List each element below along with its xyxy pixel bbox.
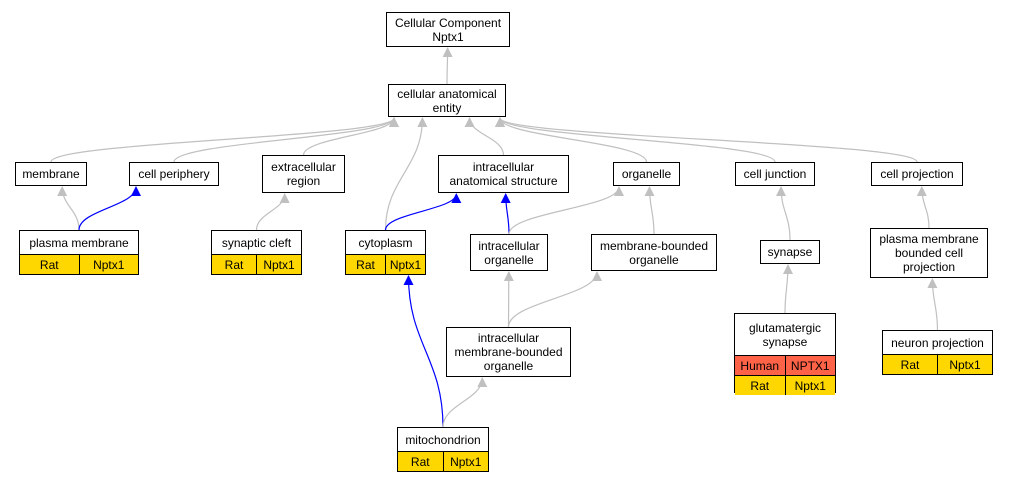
gene-node-title-line2: synapse — [762, 334, 808, 349]
species-row: Rat Nptx1 — [883, 355, 992, 374]
gene-symbol-cell: Nptx1 — [442, 452, 488, 471]
node-root-line1: Cellular Component — [394, 15, 502, 30]
node-pmbcp-line3: projection — [902, 260, 956, 274]
gene-symbol-cell: NPTX1 — [784, 356, 835, 375]
node-er-line1: extracellular — [271, 160, 336, 174]
gene-symbol-cell: Nptx1 — [78, 255, 138, 274]
edge-mbo-to-organelle — [644, 186, 655, 235]
edge-pmbcp-to-cell_projection — [916, 186, 930, 229]
species-cell: Rat — [735, 376, 785, 395]
edge-intracellular_organelle-to-organelle — [508, 186, 624, 235]
edge-mitochondrion-to-imbo — [442, 377, 488, 428]
gene-node-neuron-projection[interactable]: neuron projection Rat Nptx1 — [882, 330, 993, 375]
node-organelle[interactable]: organelle — [613, 162, 680, 186]
edge-plasma_membrane-to-membrane — [57, 186, 80, 231]
node-cell-periphery-label: cell periphery — [138, 167, 210, 181]
species-cell: Rat — [212, 255, 256, 274]
gene-symbol-cell: Nptx1 — [385, 255, 425, 274]
edge-mitochondrion-to-cytoplasm — [403, 275, 444, 428]
node-pmbcp-line1: plasma membrane — [879, 232, 979, 246]
node-pmbcp-line2: bounded cell — [894, 246, 964, 260]
edge-plasma_membrane-to-cell_periphery — [78, 186, 141, 231]
edge-intracellular_organelle-to-ias — [500, 193, 511, 235]
edge-cell_junction-to-cae — [495, 117, 776, 163]
gene-node-title-line1: glutamatergic — [748, 320, 822, 335]
species-row: Rat Nptx1 — [346, 255, 425, 274]
edge-synaptic_cleft-to-extracellular_region — [255, 193, 290, 231]
node-imbo-line2: membrane-bounded — [454, 345, 563, 359]
edge-neuron_projection-to-pmbcp — [927, 278, 939, 331]
node-io-line2: organelle — [484, 252, 534, 267]
node-imbo-line3: organelle — [483, 359, 534, 373]
node-cell-periphery[interactable]: cell periphery — [129, 162, 219, 186]
node-synapse[interactable]: synapse — [760, 240, 820, 264]
gene-node-title: mitochondrion — [398, 428, 488, 452]
species-row: Rat Nptx1 — [398, 452, 488, 471]
edge-cytoplasm-to-ias — [384, 193, 462, 231]
edge-cell_periphery-to-cae — [173, 117, 399, 163]
edge-imbo-to-mbo — [507, 271, 602, 328]
species-cell: Rat — [20, 255, 79, 274]
edge-synapse-to-cell_junction — [776, 186, 791, 241]
node-mbo-line2: organelle — [629, 252, 679, 267]
gene-node-title: plasma membrane — [20, 231, 138, 255]
node-cell-junction[interactable]: cell junction — [735, 162, 815, 186]
gene-node-title: synaptic cleft — [212, 231, 301, 255]
species-row: Human NPTX1 — [735, 356, 835, 376]
node-synapse-label: synapse — [767, 245, 813, 259]
species-cell: Rat — [398, 452, 443, 471]
species-cell: Rat — [883, 355, 937, 374]
gene-symbol-cell: Nptx1 — [937, 355, 992, 374]
gene-symbol-cell: Nptx1 — [784, 376, 835, 395]
edge-ias-to-cae — [464, 117, 505, 156]
edge-cae-to-root — [442, 47, 453, 85]
gene-node-mitochondrion[interactable]: mitochondrion Rat Nptx1 — [397, 427, 489, 472]
node-er-line2: region — [286, 174, 321, 188]
gene-node-plasma-membrane[interactable]: plasma membrane Rat Nptx1 — [19, 230, 139, 275]
node-cell-projection[interactable]: cell projection — [871, 162, 963, 186]
node-cell-projection-label: cell projection — [880, 167, 954, 181]
node-ias-line2: anatomical structure — [449, 174, 558, 188]
species-row: Rat Nptx1 — [20, 255, 138, 274]
edge-membrane-to-cae — [50, 117, 399, 163]
species-row: Rat Nptx1 — [212, 255, 301, 274]
species-row: Rat Nptx1 — [735, 376, 835, 395]
node-mbo-line1: membrane-bounded — [599, 238, 709, 253]
edge-extracellular_region-to-cae — [302, 117, 399, 156]
edge-glutamatergic_synapse-to-synapse — [782, 264, 793, 314]
node-ias-line1: intracellular — [472, 160, 535, 174]
node-cae-line1: cellular anatomical — [397, 86, 497, 101]
node-cae-line2: entity — [432, 100, 462, 115]
node-imbo-line1: intracellular — [477, 331, 540, 345]
gene-node-synaptic-cleft[interactable]: synaptic cleft Rat Nptx1 — [211, 230, 302, 275]
gene-node-title: neuron projection — [883, 331, 992, 355]
edge-cell_projection-to-cae — [495, 117, 918, 163]
node-organelle-label: organelle — [621, 167, 672, 181]
node-root-line2: Nptx1 — [432, 29, 464, 44]
node-membrane-label: membrane — [22, 167, 80, 181]
edge-cytoplasm-to-cae — [384, 117, 428, 231]
species-cell: Human — [735, 356, 785, 375]
species-cell: Rat — [346, 255, 385, 274]
node-io-line1: intracellular — [478, 238, 540, 253]
node-membrane[interactable]: membrane — [15, 162, 87, 186]
gene-symbol-cell: Nptx1 — [256, 255, 301, 274]
edge-organelle-to-cae — [495, 117, 648, 163]
node-cell-junction-label: cell junction — [743, 167, 807, 181]
gene-node-cytoplasm[interactable]: cytoplasm Rat Nptx1 — [345, 230, 426, 275]
gene-node-title: cytoplasm — [346, 231, 425, 255]
